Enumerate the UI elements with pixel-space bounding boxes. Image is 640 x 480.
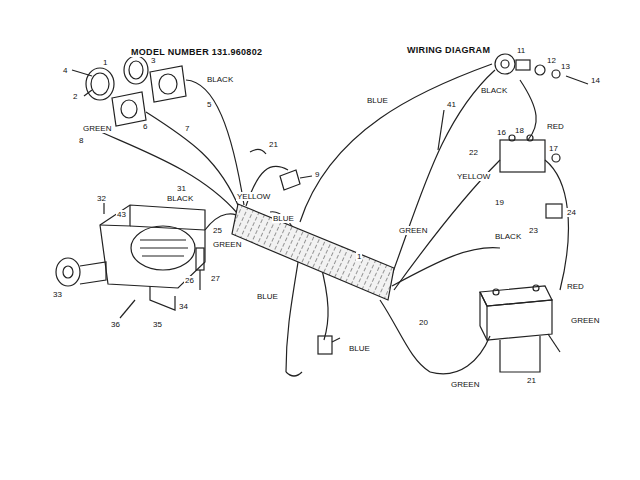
diagram-title: WIRING DIAGRAM [406,46,491,55]
callout-number: 26 [184,276,195,285]
wire-color-label: BLUE [366,96,389,105]
callout-number: 1 [356,252,362,261]
wire-color-label: RED [566,282,585,291]
callout-number: 14 [590,76,601,85]
callout-number: 2 [72,92,78,101]
wire-color-label: BLUE [272,214,295,223]
engine [56,200,205,318]
callout-number: 20 [418,318,429,327]
wire-color-label: YELLOW [236,192,271,201]
wire-color-label: BLACK [494,232,522,241]
callout-number: 43 [116,210,127,219]
callout-number: 22 [468,148,479,157]
callout-number: 41 [446,100,457,109]
safety-switch [318,336,340,354]
callout-number: 17 [548,144,559,153]
callout-number: 1 [102,58,108,67]
key-switch [495,54,588,84]
wire-color-label: GREEN [450,380,480,389]
callout-number: 34 [178,302,189,311]
wire-color-label: BLUE [348,344,371,353]
headlights [72,56,186,132]
wire-color-label: GREEN [212,240,242,249]
callout-number: 3 [150,56,156,65]
callout-number: 4 [62,66,68,75]
callout-number: 9 [314,170,320,179]
callout-number: 27 [210,274,221,283]
callout-number: 25 [212,226,223,235]
callout-number: 23 [528,226,539,235]
wire-color-label: BLACK [206,75,234,84]
callout-number: 11 [516,46,526,55]
wire-harness [232,204,394,300]
wire-color-label: BLACK [480,86,508,95]
solenoid [500,135,562,218]
callout-number: 18 [514,126,525,135]
wire-color-label: GREEN [82,124,112,133]
callout-number: 33 [52,290,63,299]
battery [480,285,560,372]
callout-number: 31 [176,184,187,193]
wires [92,64,568,376]
wire-color-label: BLUE [256,292,279,301]
callout-number: 32 [96,194,107,203]
wire-color-label: RED [546,122,565,131]
callout-number: 21 [268,140,279,149]
wire-color-label: GREEN [398,226,428,235]
callout-number: 36 [110,320,121,329]
callout-number: 19 [494,198,505,207]
callout-number: 8 [78,136,84,145]
callout-number: 13 [560,62,571,71]
callout-number: 5 [206,100,212,109]
callout-number: 35 [152,320,163,329]
wire-color-label: GREEN [570,316,600,325]
wire-color-label: YELLOW [456,172,491,181]
callout-number: 7 [184,124,190,133]
callout-number: 6 [142,122,148,131]
callout-number: 21 [526,376,537,385]
callout-number: 16 [496,128,507,137]
wire-color-label: BLACK [166,194,194,203]
callout-number: 12 [546,56,557,65]
callout-number: 24 [566,208,577,217]
